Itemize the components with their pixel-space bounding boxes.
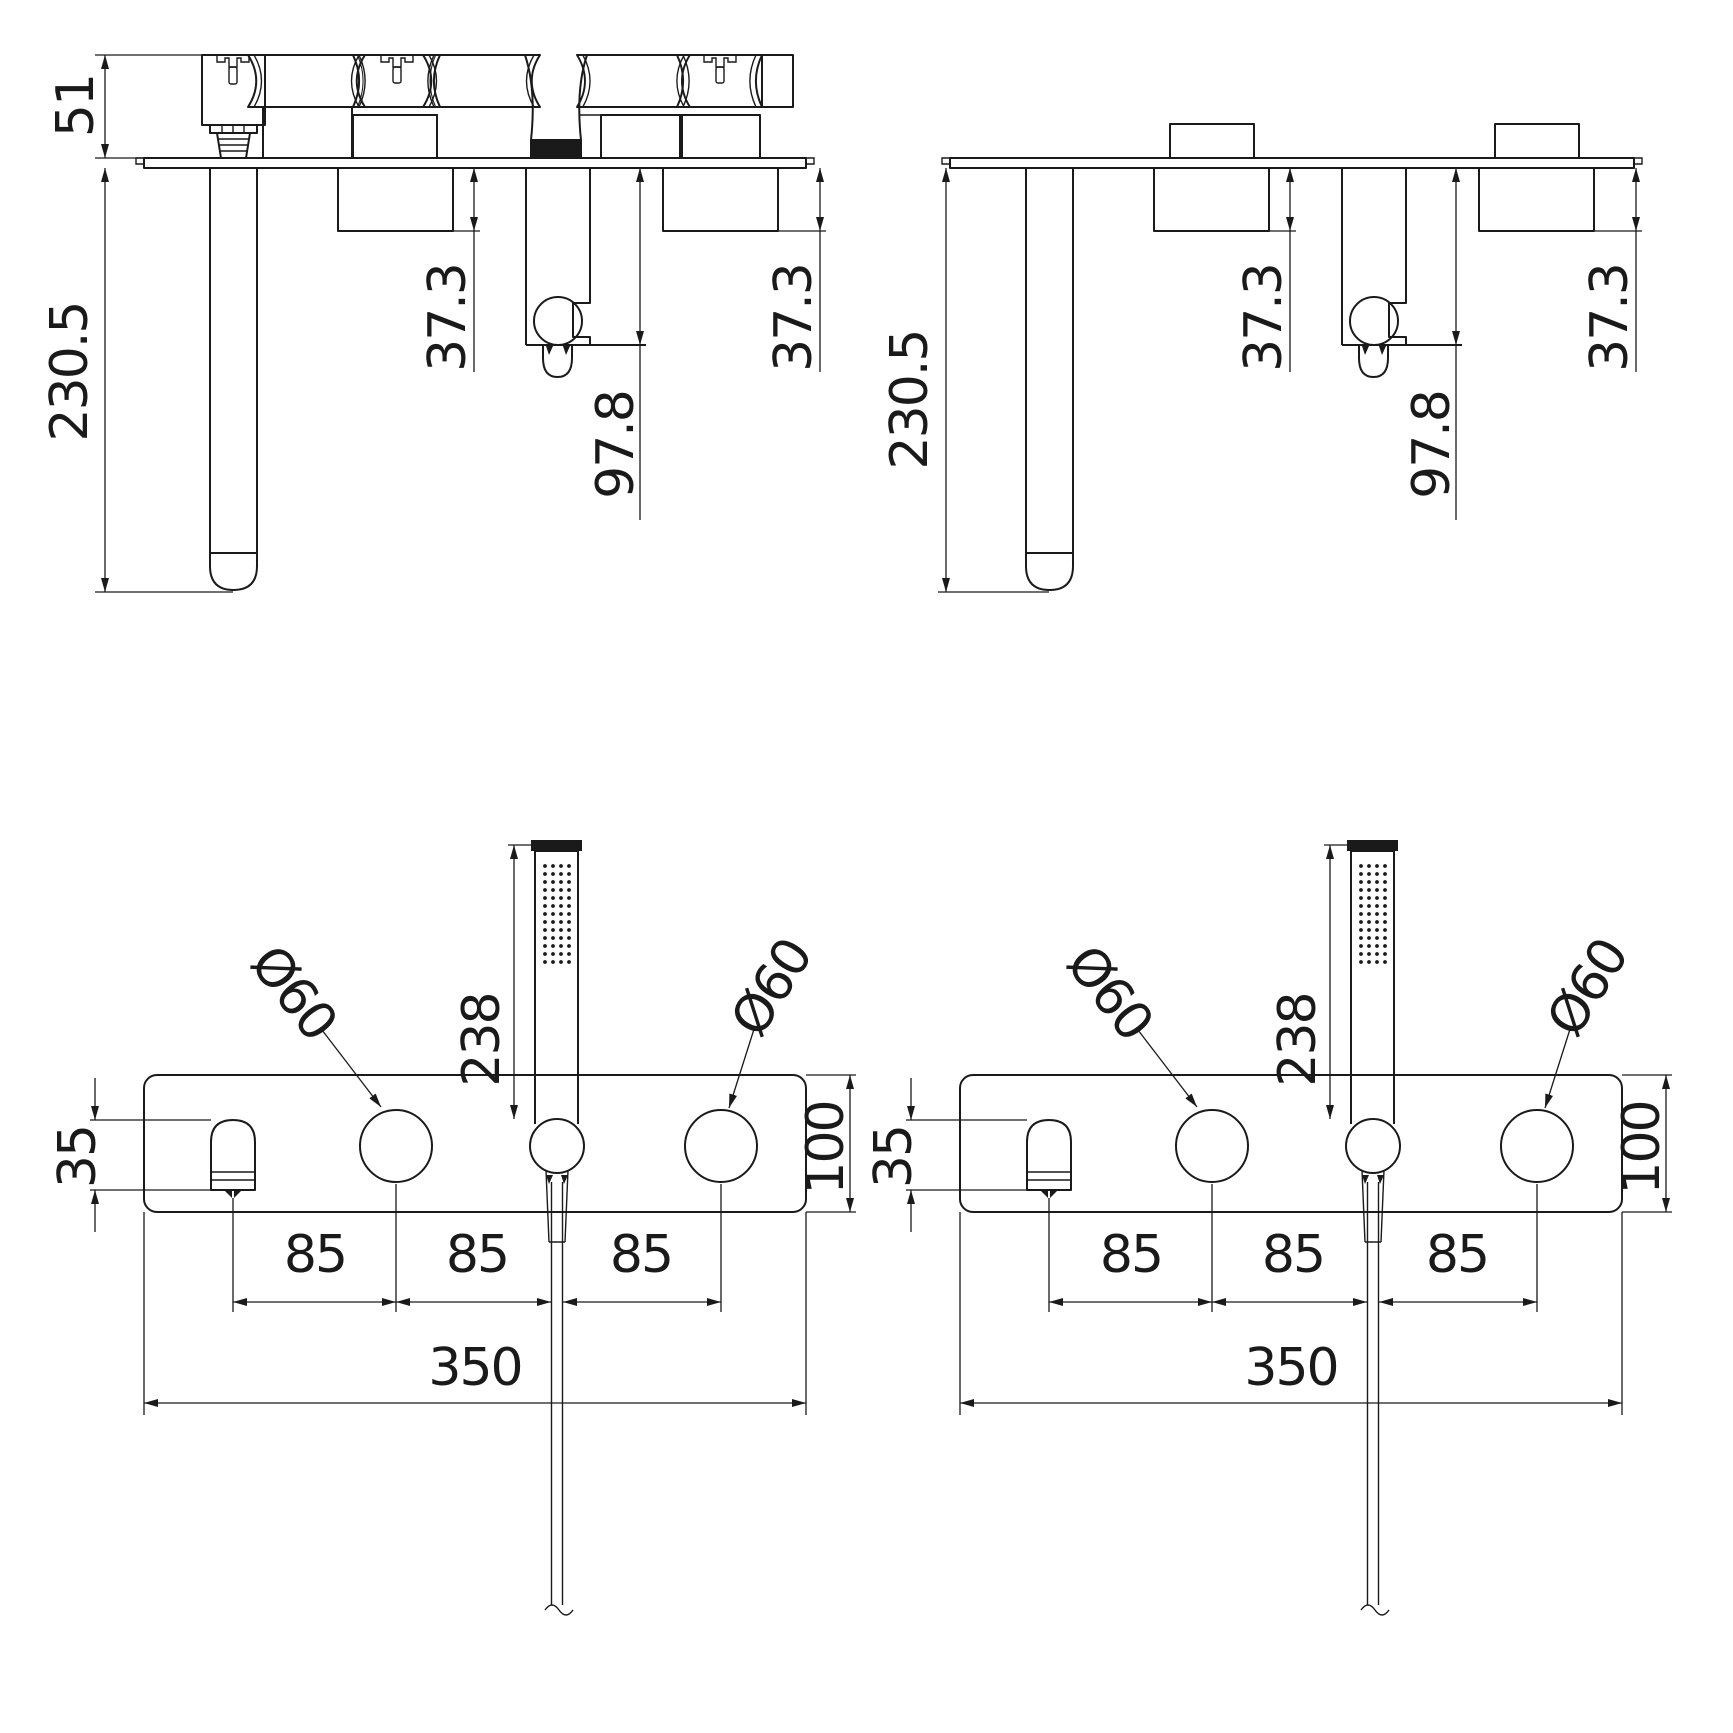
ext-51 (95, 54, 202, 159)
dim-978: 97.8 (1402, 391, 1462, 499)
plate-end-lips (941, 157, 1643, 165)
ext-373-left (453, 230, 480, 372)
rough-in-box-left (1169, 123, 1255, 159)
body-base-4 (679, 114, 761, 159)
dim-85-2: 85 (1262, 1225, 1324, 1285)
wall-plate-edge (949, 157, 1635, 169)
dim-100: 100 (796, 1101, 856, 1194)
inwall-bodies (201, 54, 794, 159)
rough-in-box-right (1494, 123, 1580, 159)
dim-d60-right: Ø60 (1536, 929, 1640, 1047)
dim-373-right: 37.3 (764, 264, 824, 372)
set-screw-icon (216, 55, 250, 68)
dim-350: 350 (1244, 1338, 1337, 1398)
dim-d60-left: Ø60 (238, 935, 348, 1052)
view-bottom-right-front: 238 Ø60 Ø60 35 100 85 85 85 350 (864, 840, 1672, 1615)
dim-230: 230.5 (40, 303, 100, 442)
dim-51: 51 (46, 75, 106, 137)
dim-35: 35 (864, 1126, 924, 1188)
view-top-right-wall-section: 230.5 37.3 97.8 37.3 (880, 123, 1643, 593)
dim-85-3: 85 (610, 1225, 672, 1285)
set-screw-icon (703, 55, 737, 68)
dim-230: 230.5 (880, 331, 940, 470)
diverter-thread (530, 140, 582, 158)
view-bottom-left-front: 238 Ø60 Ø60 35 100 85 85 85 350 (48, 840, 856, 1615)
view-top-left-wall-section: 51 230.5 37.3 97.8 37.3 (40, 54, 826, 593)
dim-35: 35 (48, 1126, 108, 1188)
wall-plate-edge (143, 157, 807, 169)
dim-85-1: 85 (284, 1225, 346, 1285)
body-base-1 (262, 106, 353, 159)
dim-978: 97.8 (586, 391, 646, 499)
dim-85-2: 85 (446, 1225, 508, 1285)
ext-373-right (1594, 230, 1642, 372)
dim-100: 100 (1612, 1101, 1672, 1194)
body-base-3 (600, 114, 683, 159)
body-end-block (761, 54, 794, 108)
body-base-2 (352, 114, 438, 159)
dim-373-right: 37.3 (1580, 264, 1640, 372)
dim-238: 238 (1268, 993, 1328, 1086)
ext-373-left (1269, 230, 1296, 372)
dim-d60-right: Ø60 (720, 929, 824, 1047)
ext-373-right (778, 230, 826, 372)
dim-85-3: 85 (1426, 1225, 1488, 1285)
dim-d60-left: Ø60 (1054, 935, 1164, 1052)
dim-85-1: 85 (1100, 1225, 1162, 1285)
dim-373-left: 37.3 (418, 264, 478, 372)
dim-238: 238 (452, 993, 512, 1086)
dim-350: 350 (428, 1338, 521, 1398)
dim-373-left: 37.3 (1234, 264, 1294, 372)
set-screw-icon (380, 55, 414, 68)
